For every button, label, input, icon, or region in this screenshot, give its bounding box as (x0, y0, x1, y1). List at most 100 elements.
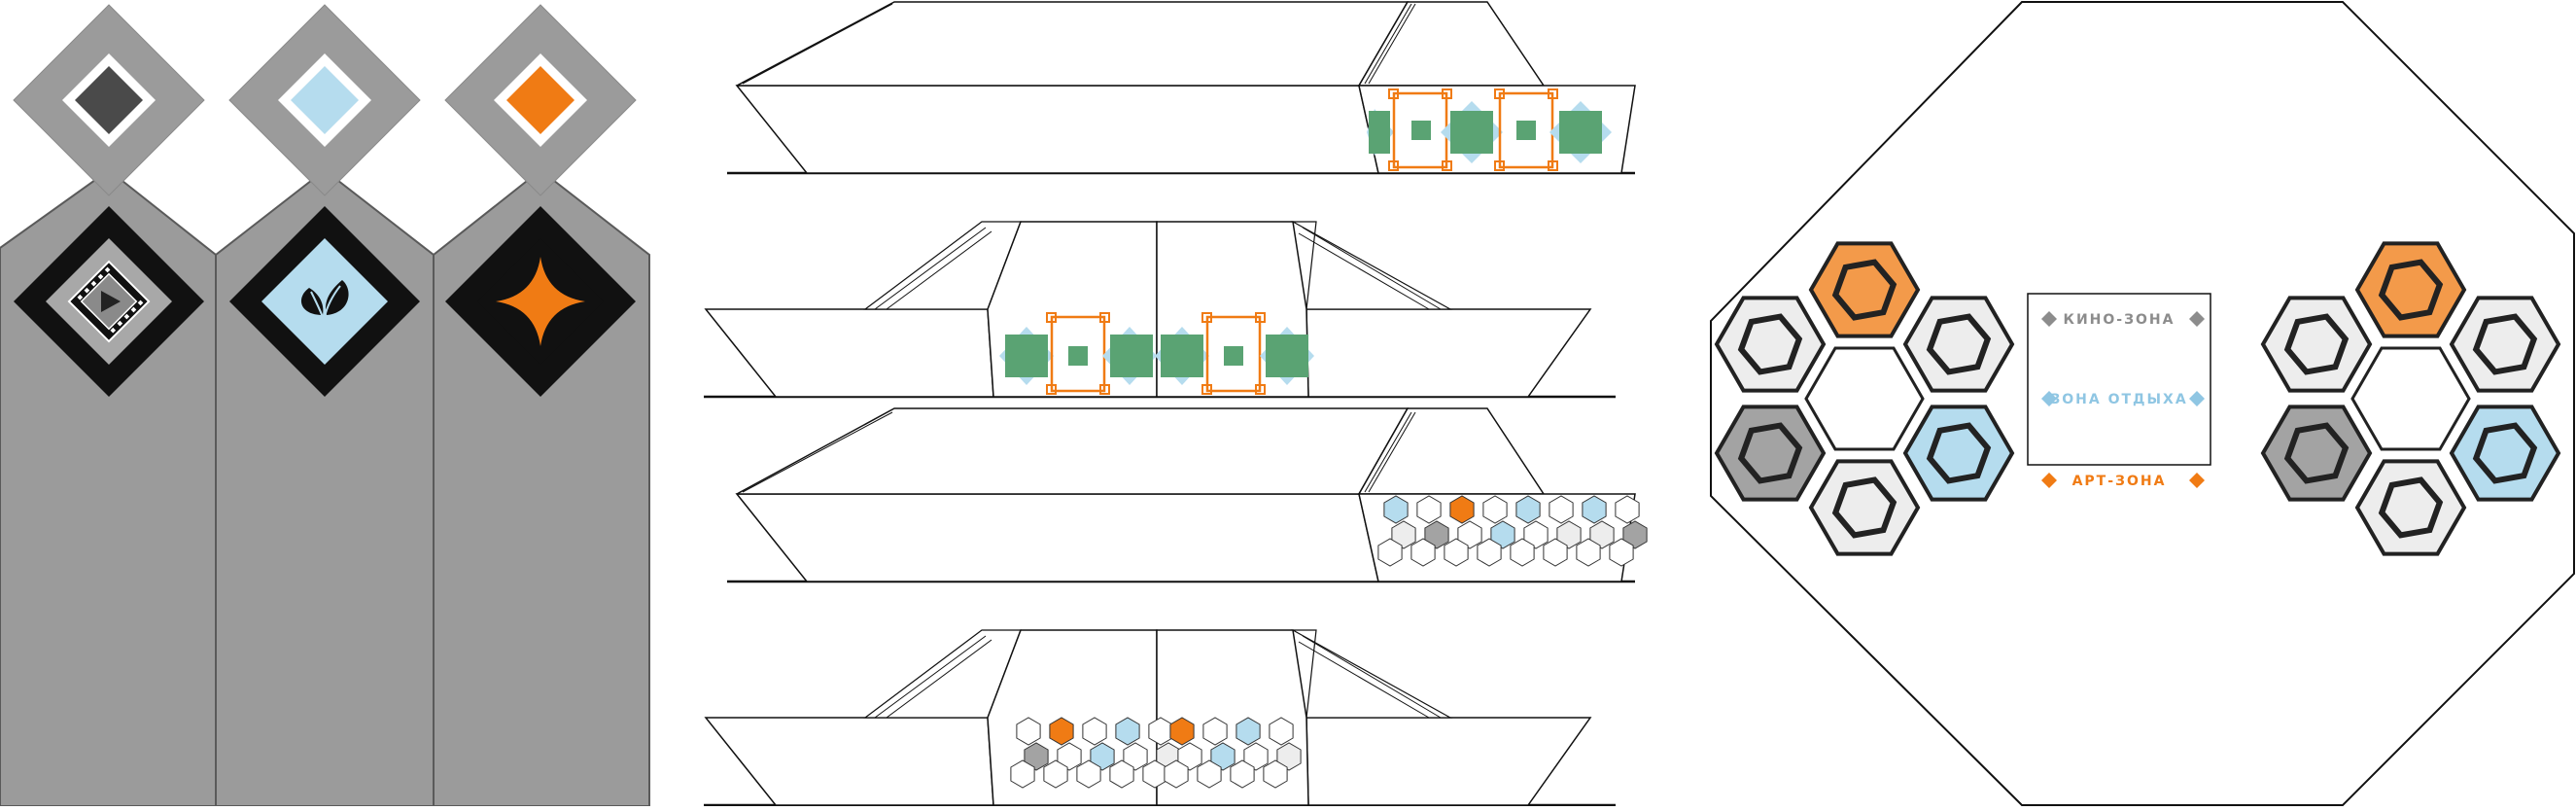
leaves-icon (300, 280, 349, 318)
legend-label-art: АРТ-ЗОНА (2072, 474, 2167, 489)
seat-hex (1808, 241, 1921, 338)
legend-panel: КИНО-ЗОНА ЗОНА ОТДЫХА АРТ-ЗОНА (2027, 293, 2211, 489)
seat-hex (2449, 296, 2561, 393)
film-strip-icon (67, 260, 151, 343)
hex-cell (1177, 742, 1202, 771)
rest-color-square (291, 66, 359, 134)
floor-plan: КИНО-ЗОНА ЗОНА ОТДЫХА АРТ-ЗОНА (1710, 1, 2575, 806)
legend-marker-art-end (2189, 473, 2205, 488)
sofa-front-hex (704, 629, 1616, 807)
hex-cell (1410, 538, 1436, 567)
hex-cell (1057, 742, 1082, 771)
hex-cell (1457, 520, 1482, 549)
hex-cell (1197, 759, 1222, 789)
hex-cell (1164, 759, 1189, 789)
hex-cell (1416, 495, 1442, 524)
hex-cell (1243, 742, 1269, 771)
seat-cushion-outline (2283, 422, 2350, 484)
green-pattern (1367, 88, 1612, 171)
hex-cell (1549, 495, 1574, 524)
hex-cell (1236, 717, 1261, 746)
sofa-side-hex (727, 407, 1648, 583)
hex-cell (1377, 538, 1403, 567)
hex-pod-left (1714, 241, 2015, 556)
legend-item-rest: ЗОНА ОТДЫХА (2041, 391, 2205, 407)
hex-cell (1024, 742, 1049, 771)
hex-cell (1609, 538, 1634, 567)
hex-cell (1082, 717, 1107, 746)
sofa-front-green (704, 221, 1616, 399)
hex-cell (1556, 520, 1582, 549)
seat-hex (2449, 405, 2561, 502)
hex-cell (1510, 538, 1535, 567)
hex-cell (1202, 717, 1228, 746)
seat-cushion-outline (2283, 313, 2350, 375)
legend-marker-rest (2041, 391, 2057, 406)
hex-cell (1543, 538, 1568, 567)
banner-rest (215, 4, 435, 807)
legend-label-rest: ЗОНА ОТДЫХА (2050, 392, 2187, 407)
four-point-star-icon (496, 257, 585, 346)
hex-cell (1482, 495, 1508, 524)
legend-label-cinema: КИНО-ЗОНА (2064, 312, 2176, 328)
seat-hex (2260, 296, 2373, 393)
hex-cell (1477, 538, 1502, 567)
banner-cinema (0, 4, 217, 807)
hex-cell (1622, 520, 1648, 549)
hex-cell (1115, 717, 1140, 746)
hex-cell (1076, 759, 1101, 789)
seat-hex (1808, 459, 1921, 556)
legend-marker-cinema-end (2189, 311, 2205, 327)
hex-cell (1424, 520, 1449, 549)
seat-cushion-outline (1737, 422, 1803, 484)
hex-cell (1090, 742, 1115, 771)
hex-cell (1276, 742, 1302, 771)
hex-cell (1576, 538, 1601, 567)
hex-cell (1043, 759, 1068, 789)
seat-hex (1902, 296, 2015, 393)
hex-cell (1391, 520, 1416, 549)
hex-pod-right (2260, 241, 2561, 556)
seat-hex (2260, 405, 2373, 502)
seat-cushion-outline (2378, 259, 2444, 321)
banner-art (433, 4, 650, 807)
legend-marker-cinema (2041, 311, 2057, 327)
hex-cell (1449, 495, 1475, 524)
legend-marker-art (2041, 473, 2057, 488)
seat-cushion-outline (2472, 313, 2538, 375)
hex-cell (1615, 495, 1640, 524)
cinema-color-square (75, 66, 143, 134)
hanging-banners (0, 4, 650, 807)
legend-item-art: АРТ-ЗОНА (2041, 473, 2205, 489)
seat-cushion-outline (1737, 313, 1803, 375)
hex-cell (1210, 742, 1236, 771)
hex-cell (1582, 495, 1607, 524)
hex-cell (1269, 717, 1294, 746)
hex-cell (1490, 520, 1515, 549)
seat-cushion-outline (2472, 422, 2538, 484)
hex-cell (1263, 759, 1288, 789)
hex-pattern (1164, 717, 1302, 789)
hex-cell (1016, 717, 1041, 746)
seat-hex (2354, 241, 2467, 338)
hex-cell (1444, 538, 1469, 567)
sofa-elevations (704, 1, 1648, 807)
legend-item-cinema: КИНО-ЗОНА (2041, 311, 2205, 328)
hex-cell (1010, 759, 1035, 789)
seat-hex (1902, 405, 2015, 502)
green-pattern (999, 312, 1314, 395)
hex-cell (1589, 520, 1615, 549)
sofa-side-green (727, 1, 1636, 175)
hex-pattern (1377, 495, 1648, 567)
art-color-square (506, 66, 574, 134)
legend-marker-rest-end (2189, 391, 2205, 406)
hex-cell (1123, 742, 1148, 771)
pod-centre (1804, 346, 1925, 451)
seat-hex (1714, 405, 1827, 502)
hex-cell (1523, 520, 1549, 549)
seat-cushion-outline (2378, 476, 2444, 539)
seat-hex (1714, 296, 1827, 393)
pod-centre (2350, 346, 2471, 451)
